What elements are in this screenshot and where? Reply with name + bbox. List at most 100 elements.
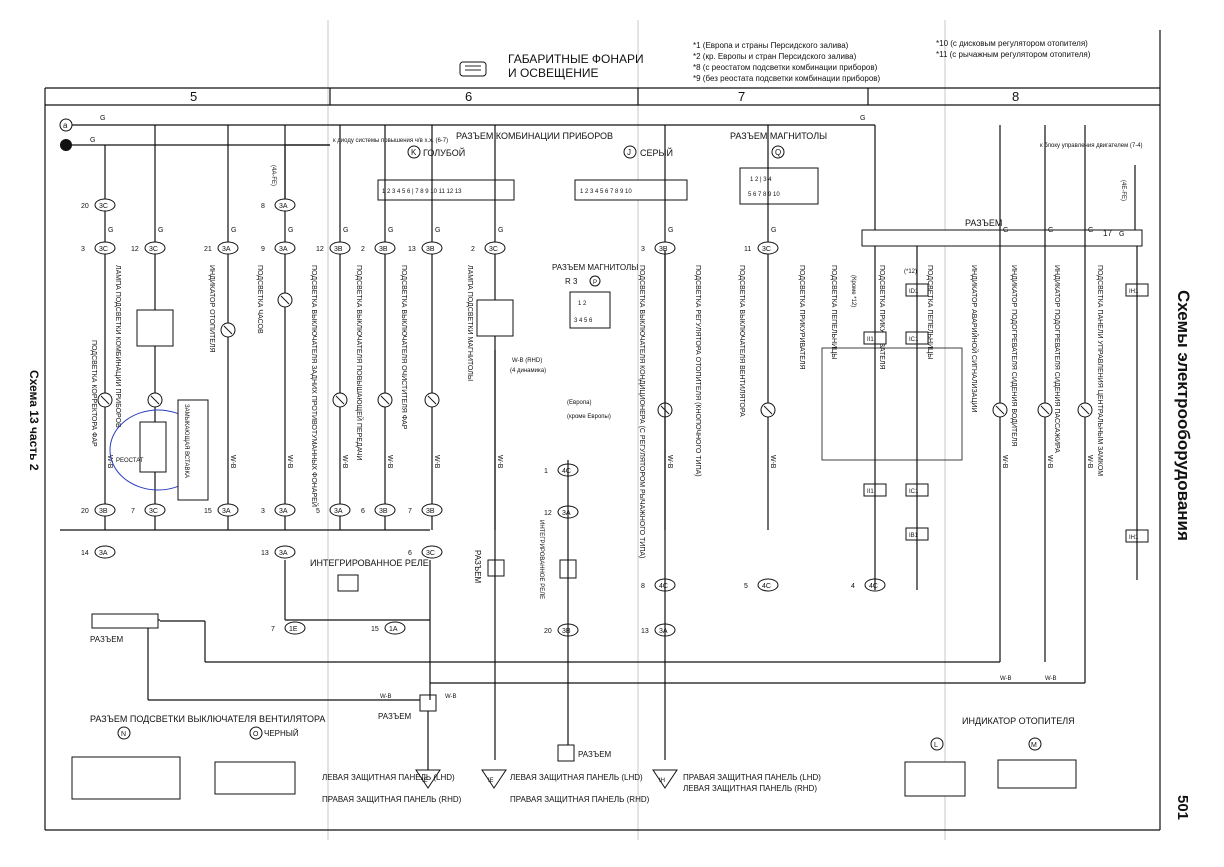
side-title-right: Схемы электрооборудования	[1174, 290, 1193, 541]
svg-text:ИНТЕГРИРОВАННОЕ РЕЛЕ: ИНТЕГРИРОВАННОЕ РЕЛЕ	[538, 520, 544, 599]
svg-text:II1: II1	[867, 337, 874, 343]
terminal-b	[60, 139, 72, 151]
junction-3C: 3C7	[131, 503, 166, 517]
svg-text:РЕОСТАТ: РЕОСТАТ	[116, 458, 144, 464]
svg-text:L: L	[934, 742, 938, 749]
junction-4C: 4C1	[544, 463, 579, 477]
lamp-icon	[459, 61, 487, 77]
svg-text:ЗАМЫКАЮЩАЯ ВСТАВКА: ЗАМЫКАЮЩАЯ ВСТАВКА	[183, 404, 189, 478]
svg-text:ЛЕВАЯ ЗАЩИТНАЯ ПАНЕЛЬ (RHD): ЛЕВАЯ ЗАЩИТНАЯ ПАНЕЛЬ (RHD)	[683, 784, 817, 793]
junction-code: 3B	[334, 246, 343, 253]
junction-pin: 7	[131, 508, 135, 515]
junction-pin: 21	[204, 246, 212, 253]
heater-indicator-title: ИНДИКАТОР ОТОПИТЕЛЯ	[962, 716, 1075, 726]
svg-text:ПРАВАЯ ЗАЩИТНАЯ ПАНЕЛЬ (LHD): ПРАВАЯ ЗАЩИТНАЯ ПАНЕЛЬ (LHD)	[683, 773, 821, 782]
fuse-insert	[177, 399, 209, 501]
svg-text:ПРАВАЯ ЗАЩИТНАЯ ПАНЕЛЬ (RHD): ПРАВАЯ ЗАЩИТНАЯ ПАНЕЛЬ (RHD)	[510, 795, 650, 804]
svg-text:G: G	[90, 137, 95, 144]
component-label: ПОДСВЕТКА ПРИКУРИВАТЕЛЯ	[878, 265, 885, 370]
wire-color-label: W-B	[666, 455, 673, 469]
svg-text:M: M	[1031, 742, 1037, 749]
frame	[44, 30, 1161, 831]
wire-color-label: W-B	[1046, 455, 1053, 469]
component-label: ПОДСВЕТКА ВЫКЛЮЧАТЕЛЯ КОНДИЦИОНЕРА (С РЕ…	[638, 265, 645, 558]
junction-code: 3A	[222, 246, 231, 253]
svg-text:ЛЕВАЯ ЗАЩИТНАЯ ПАНЕЛЬ (LHD): ЛЕВАЯ ЗАЩИТНАЯ ПАНЕЛЬ (LHD)	[510, 773, 643, 782]
junction-pin: 2	[361, 246, 365, 253]
svg-text:G: G	[860, 115, 865, 122]
svg-text:СЕРЫЙ: СЕРЫЙ	[640, 147, 673, 158]
svg-text:17: 17	[1103, 229, 1112, 238]
note-10: *10 (с дисковым регулятором отопителя)	[936, 39, 1088, 48]
junction-1E: 1E7	[271, 621, 306, 635]
connector-bottom-razem	[557, 744, 575, 762]
component-label: ПОДСВЕТКА ЧАСОВ	[256, 265, 263, 334]
component-label: ПОДСВЕТКА ПЕПЕЛЬНИЦЫ	[830, 265, 837, 359]
component-label: ПОДСВЕТКА ПЕПЕЛЬНИЦЫ	[926, 265, 933, 359]
svg-text:3 4 5 6: 3 4 5 6	[574, 318, 593, 324]
component-label: ПОДСВЕТКА ВЫКЛЮЧАТЕЛЯ ОЧИСТИТЕЛЯ ФАР	[400, 265, 407, 430]
wire-color-label: G	[771, 227, 776, 234]
connector-p	[569, 291, 611, 329]
connector-mid-razem	[487, 559, 505, 577]
svg-text:W-B: W-B	[1000, 676, 1012, 682]
wire-color-label: W-B	[286, 455, 293, 469]
component-label: ПОДСВЕТКА РЕГУЛЯТОРА ОТОПИТЕЛЯ (КНОПОЧНО…	[694, 265, 701, 477]
svg-text:IH: IH	[659, 778, 665, 784]
wire-color-label: G	[435, 227, 440, 234]
column-7: 7	[738, 89, 745, 104]
junction-pin: 8	[641, 583, 645, 590]
junction-code: 3B	[379, 246, 388, 253]
svg-text:ЛЕВАЯ ЗАЩИТНАЯ ПАНЕЛЬ (LHD): ЛЕВАЯ ЗАЩИТНАЯ ПАНЕЛЬ (LHD)	[322, 773, 455, 782]
svg-text:J: J	[627, 148, 631, 157]
integrated-relay	[337, 574, 359, 592]
column-6: 6	[465, 89, 472, 104]
connector-left-razem	[91, 613, 159, 629]
header: ГАБАРИТНЫЕ ФОНАРИ И ОСВЕЩЕНИЕ *1 (Европа…	[190, 39, 1091, 104]
wire-color-label: G	[498, 227, 503, 234]
junction-3A: 3A 21	[204, 241, 239, 255]
wire-color-label: G	[158, 227, 163, 234]
svg-text:R 3: R 3	[565, 277, 578, 286]
junction-pin: 6	[408, 550, 412, 557]
svg-text:1 2 3 4 5 6 | 7 8 9 10 11 12 1: 1 2 3 4 5 6 | 7 8 9 10 11 12 13	[382, 189, 462, 195]
note-11: *11 (с рычажным регулятором отопителя)	[936, 50, 1091, 59]
junction-pin: 3	[641, 246, 645, 253]
junction-code: 3A	[279, 550, 288, 557]
wire-color-label: W-B	[433, 455, 440, 469]
junction-code: 3A	[222, 508, 231, 515]
junction-code: 4C	[762, 583, 771, 590]
wire-color-label: G	[388, 227, 393, 234]
junction-code: 3A	[279, 203, 288, 210]
svg-text:(4 динамика): (4 динамика)	[510, 368, 546, 374]
grounds: IE ЛЕВАЯ ЗАЩИТНАЯ ПАНЕЛЬ (LHD) ПРАВАЯ ЗА…	[322, 769, 821, 804]
wire-color-label: W-B	[229, 455, 236, 469]
junction-code: 1A	[389, 626, 398, 633]
connector-j	[574, 179, 688, 201]
svg-text:W-B: W-B	[1045, 676, 1057, 682]
junction-code: 4C	[562, 468, 571, 475]
svg-text:K: K	[411, 148, 417, 157]
svg-text:1 2 3 4 5 6 7 8 9 10: 1 2 3 4 5 6 7 8 9 10	[580, 189, 632, 195]
junction-pin: 20	[81, 508, 89, 515]
combination-connectors: РАЗЪЕМ КОМБИНАЦИИ ПРИБОРОВ K ГОЛУБОЙ 1 2…	[377, 131, 827, 329]
junction-3C: 3C3	[81, 241, 116, 255]
note-2: *2 (кр. Европы и стран Персидского залив…	[693, 52, 857, 61]
component-labels: ЛАМПА ПОДСВЕТКИ КОМБИНАЦИИ ПРИБОРОВПОДСВ…	[90, 265, 1103, 558]
junction-3B: 3B7	[408, 503, 443, 517]
junction-pin: 14	[81, 550, 89, 557]
svg-text:IH1: IH1	[1129, 289, 1139, 295]
wire-color-label: W-B	[106, 455, 113, 469]
junction-code: 4C	[659, 583, 668, 590]
